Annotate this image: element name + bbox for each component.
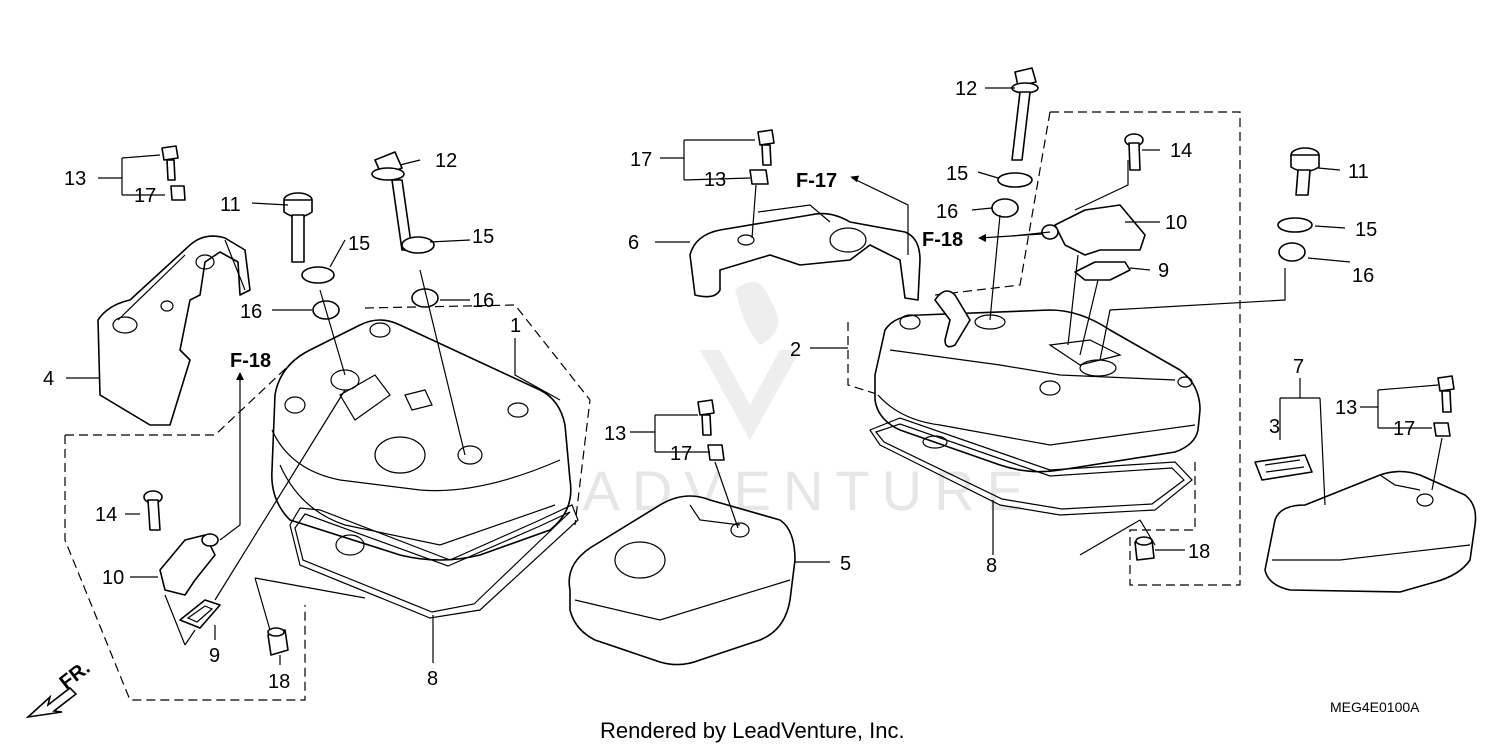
label-15-right-b: 15 (1355, 219, 1377, 241)
part-1-head-cover (271, 319, 572, 561)
left-group-outline-a (65, 354, 301, 436)
right-group-outline-a (1050, 111, 1241, 586)
label-7: 7 (1293, 356, 1304, 378)
label-6: 6 (628, 232, 639, 254)
label-12: 12 (435, 150, 457, 172)
bolt-11-right (1290, 147, 1320, 196)
label-17-center-b: 17 (670, 443, 692, 465)
nut-16-right (991, 198, 1019, 218)
ref-f18-right: F-18 (922, 229, 963, 251)
fr-arrow-icon (25, 686, 78, 719)
part-8-gasket-left (289, 504, 579, 619)
label-1: 1 (510, 315, 521, 337)
direction-label: FR. (56, 657, 95, 694)
bolt-17-center (749, 129, 775, 185)
label-3: 3 (1269, 416, 1280, 438)
joint-10-left (159, 533, 219, 596)
label-10: 10 (102, 567, 124, 589)
direction-arrow: FR. (25, 657, 95, 719)
label-17-right: 17 (1393, 418, 1415, 440)
washer-15-right-b (1277, 217, 1313, 233)
washer-15-left-b (401, 236, 435, 254)
ref-arrows (236, 175, 1043, 385)
label-8: 8 (427, 668, 438, 690)
label-4: 4 (43, 368, 54, 390)
part-6-cover (689, 212, 921, 301)
cap-18-left (267, 627, 289, 656)
cap-18-right (1134, 536, 1155, 561)
label-12-right: 12 (955, 78, 977, 100)
label-8-right: 8 (986, 555, 997, 577)
center-assembly: 17 13 6 13 17 5 F-17 (568, 129, 921, 666)
part-3-filter (1254, 454, 1313, 481)
label-9: 9 (209, 645, 220, 667)
label-11: 11 (220, 194, 241, 216)
label-17: 17 (134, 185, 156, 207)
ref-f18-left: F-18 (230, 350, 271, 372)
watermark-text: LEADVENTURE (490, 459, 1036, 522)
joint-10-right (1041, 204, 1146, 256)
right-assembly: 12 15 16 14 10 9 2 8 18 11 15 16 7 3 13 … (790, 67, 1477, 593)
label-18: 18 (268, 671, 290, 693)
label-14-right: 14 (1170, 140, 1192, 162)
nut-16-right-b (1278, 242, 1306, 262)
bolt-13-right (1433, 375, 1455, 437)
ref-f17: F-17 (796, 170, 837, 192)
bolt-14-right (1124, 133, 1144, 171)
credit-line: Rendered by LeadVenture, Inc. (600, 718, 905, 743)
gasket-9-right (1074, 261, 1131, 281)
left-group-outline-c (364, 304, 591, 526)
label-10-right: 10 (1165, 212, 1187, 234)
left-group-outline-b (64, 435, 306, 701)
bolt-12-left (371, 151, 413, 251)
right-group-outline-c (847, 322, 881, 396)
part-2-head-cover (874, 290, 1201, 473)
label-18-right: 18 (1188, 541, 1210, 563)
left-assembly: 13 17 11 12 15 15 16 16 1 4 14 10 9 18 8… (43, 145, 591, 701)
label-5: 5 (840, 553, 851, 575)
part-5-cover (568, 495, 796, 666)
label-17-center: 17 (630, 149, 652, 171)
washer-15-right (997, 172, 1033, 188)
bolt-13-center (697, 399, 725, 461)
washer-15-left-a (301, 266, 335, 284)
bolt-13-left (161, 145, 186, 201)
part-8-gasket-right (869, 417, 1193, 516)
right-group-outline-b (934, 111, 1051, 296)
bolt-14-left (143, 490, 163, 531)
label-15-b: 15 (472, 226, 494, 248)
label-13-center-b: 13 (604, 423, 626, 445)
bolt-12-right (1011, 67, 1039, 161)
bolt-11-left (283, 192, 313, 263)
watermark: LEADVENTURE (490, 282, 1036, 522)
label-9-right: 9 (1158, 260, 1169, 282)
label-15-a: 15 (348, 233, 370, 255)
label-13: 13 (64, 168, 86, 190)
label-11-right: 11 (1348, 161, 1369, 183)
diagram-code: MEG4E0100A (1330, 699, 1420, 715)
label-13-center: 13 (704, 169, 726, 191)
label-13-right: 13 (1335, 397, 1357, 419)
label-14: 14 (95, 504, 117, 526)
label-15-right: 15 (946, 163, 968, 185)
label-2: 2 (790, 339, 801, 361)
label-16-right: 16 (936, 201, 958, 223)
part-7-cover (1264, 470, 1477, 593)
part-4-cover (97, 235, 251, 426)
label-16-b: 16 (472, 290, 494, 312)
label-16-a: 16 (240, 301, 262, 323)
gasket-9-left (179, 599, 221, 629)
label-16-right-b: 16 (1352, 265, 1374, 287)
